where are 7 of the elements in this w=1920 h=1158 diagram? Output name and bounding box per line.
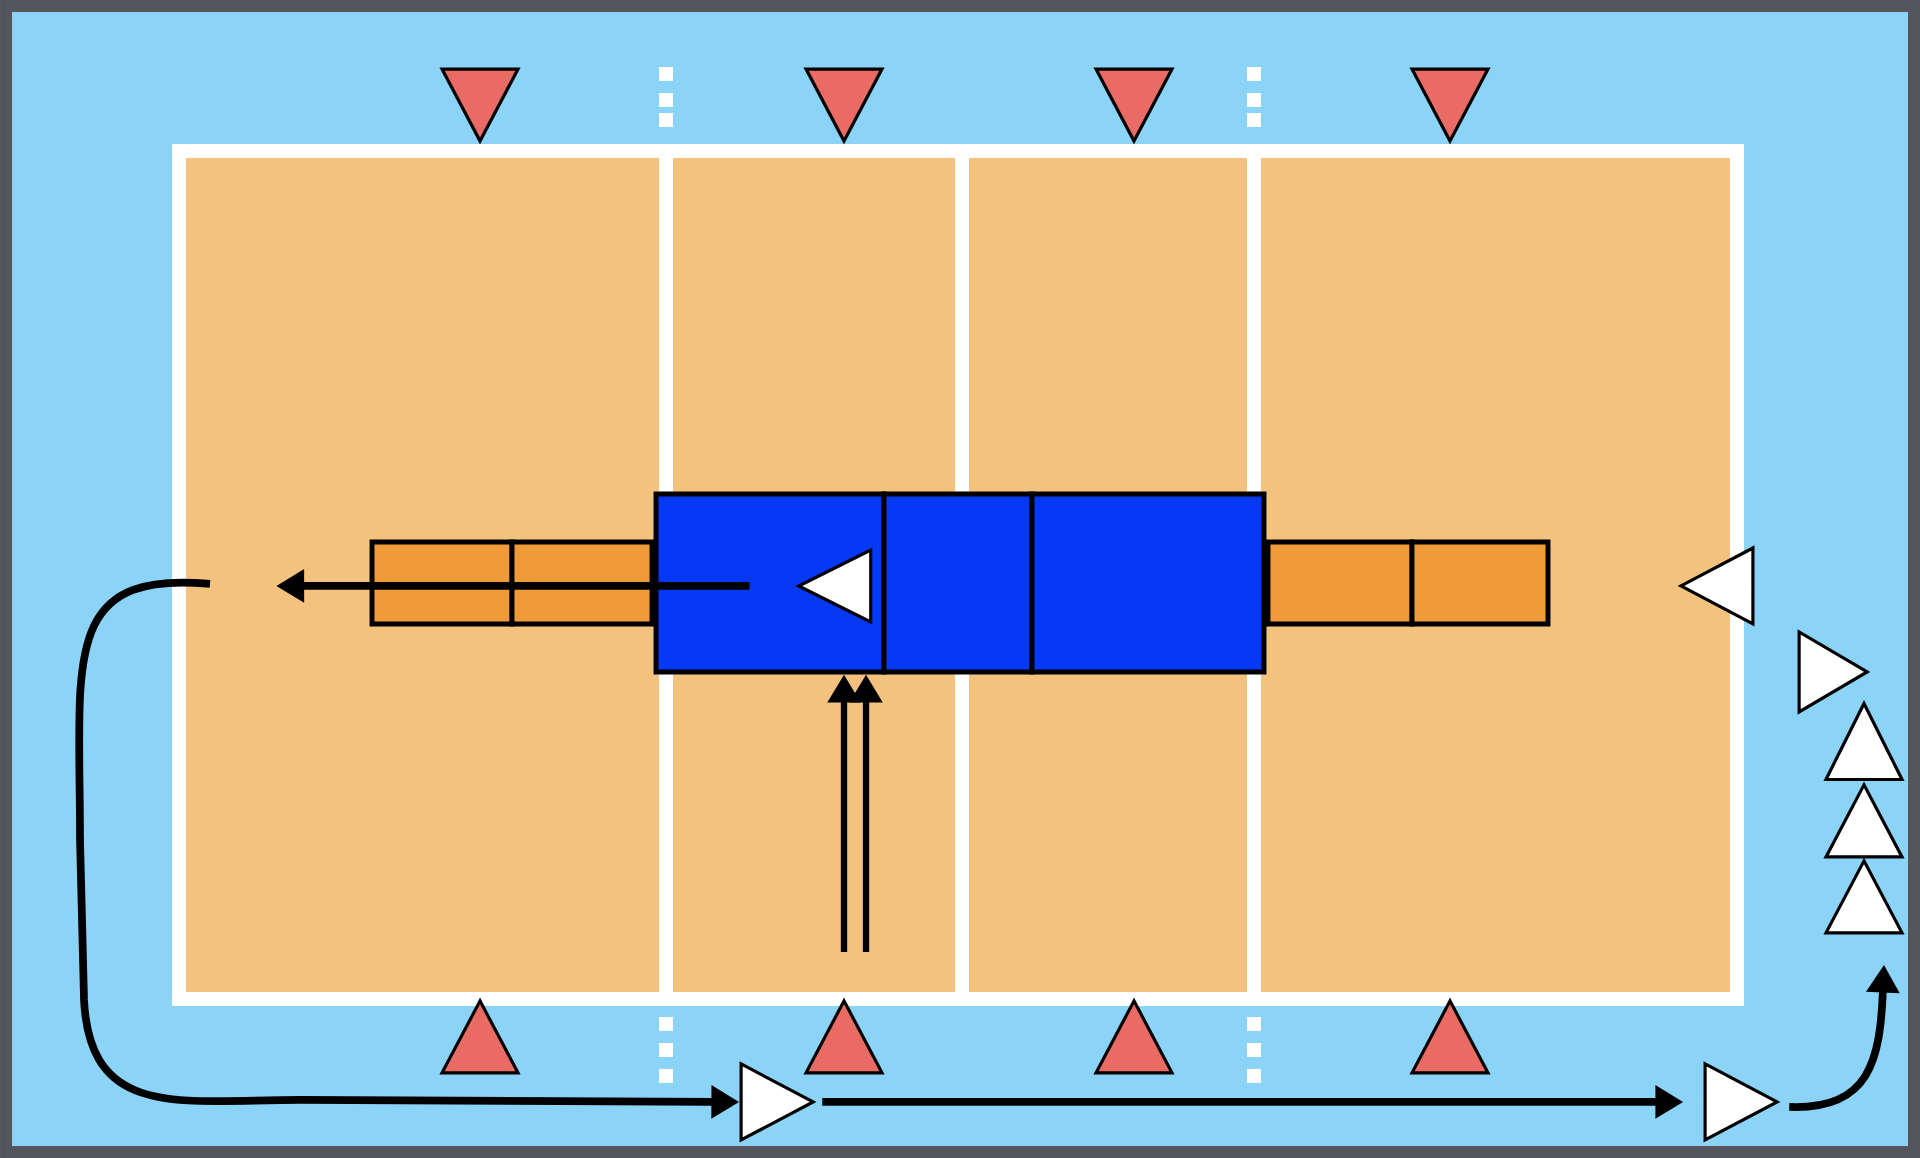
box bbox=[1409, 539, 1551, 627]
box bbox=[509, 539, 655, 627]
box bbox=[1265, 539, 1415, 627]
mat-box bbox=[881, 491, 1035, 675]
mat-box bbox=[653, 491, 887, 675]
mat-box bbox=[1029, 491, 1267, 675]
box bbox=[369, 539, 515, 627]
